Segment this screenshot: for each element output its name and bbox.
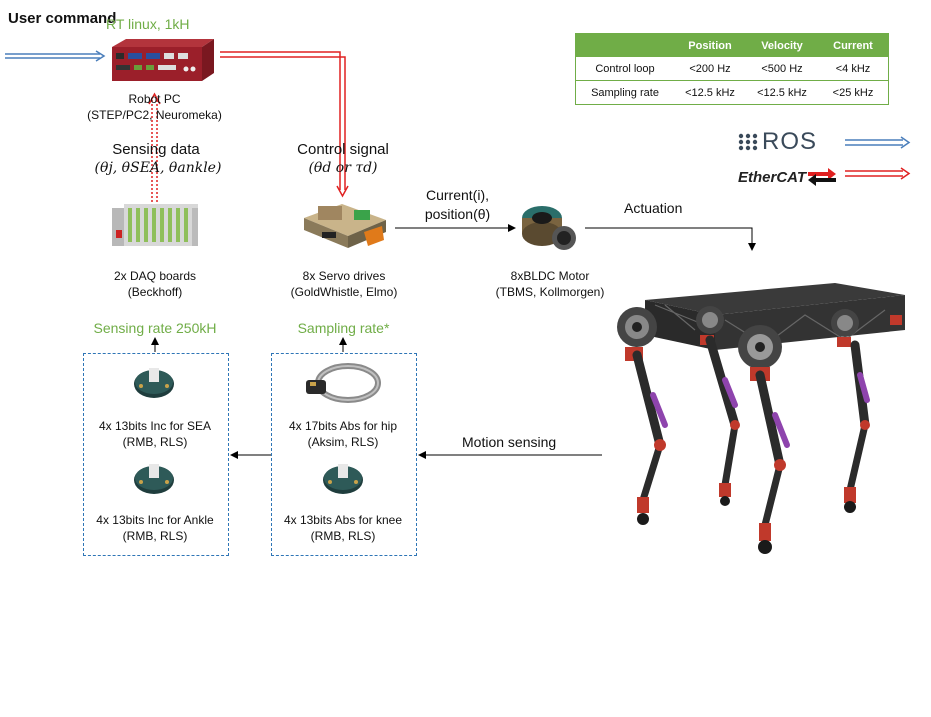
encoder-sea-image xyxy=(134,368,174,398)
encoder-ankle-image xyxy=(134,464,174,494)
user-command-arrow xyxy=(5,50,106,62)
abs-encoder-box xyxy=(271,353,417,556)
daq-title: 2x DAQ boards xyxy=(113,269,197,283)
daq-label: 2x DAQ boards (Beckhoff) xyxy=(85,268,225,300)
table-row: Sampling rate <12.5 kHz <12.5 kHz <25 kH… xyxy=(575,80,889,105)
actuation-label: Actuation xyxy=(624,200,683,216)
daq-subtitle: (Beckhoff) xyxy=(127,285,183,299)
servo-label: 8x Servo drives (GoldWhistle, Elmo) xyxy=(270,268,418,300)
motor-subtitle: (TBMS, Kollmorgen) xyxy=(495,285,605,299)
table-header-cell: Velocity xyxy=(746,33,818,57)
sampling-rate-label: Sampling rate* xyxy=(297,320,390,336)
control-signal-line xyxy=(220,51,349,198)
motor-title: 8xBLDC Motor xyxy=(510,269,590,283)
servo-drive-image xyxy=(304,204,386,248)
encoder-ankle-subtitle: (RMB, RLS) xyxy=(122,529,188,543)
user-command-label: User command xyxy=(8,10,117,27)
table-header-cell: Position xyxy=(674,33,746,57)
ros-logo-icon xyxy=(738,133,758,151)
encoder-hip-image xyxy=(306,363,381,403)
sensing-data-vars: (θj, θSEA, θankle) xyxy=(94,160,222,176)
table-header-row: Position Velocity Current xyxy=(575,33,889,57)
ethercat-logo-icon xyxy=(808,168,836,186)
sensing-data-title: Sensing data xyxy=(112,141,200,158)
current-position-label: Current(i), position(θ) xyxy=(410,186,505,224)
table-row: Control loop <200 Hz <500 Hz <4 kHz xyxy=(575,57,889,81)
motor-label: 8xBLDC Motor (TBMS, Kollmorgen) xyxy=(485,268,615,300)
ros-logo-text: ROS xyxy=(762,128,818,155)
encoder-knee-image xyxy=(323,464,363,494)
table-cell: <12.5 kHz xyxy=(674,80,746,105)
actuation-arrow xyxy=(585,227,756,251)
table-cell: <25 kHz xyxy=(818,80,889,105)
control-signal-title: Control signal xyxy=(297,141,389,158)
table-cell: <200 Hz xyxy=(674,57,746,81)
table-cell: Sampling rate xyxy=(575,80,674,105)
quadruped-robot-image xyxy=(617,283,905,554)
encoder-ankle-label: 4x 13bits Inc for Ankle (RMB, RLS) xyxy=(85,512,225,544)
table-cell: Control loop xyxy=(575,57,674,81)
robot-pc-label: Robot PC (STEP/PC2, Neuromeka) xyxy=(82,91,227,123)
daq-boards-image xyxy=(112,204,198,246)
table-cell: <4 kHz xyxy=(818,57,889,81)
robot-pc-title: Robot PC xyxy=(128,92,181,106)
encoder-hip-title: 4x 17bits Abs for hip xyxy=(288,419,398,433)
sensing-rate-label: Sensing rate 250kH xyxy=(93,320,217,336)
ethercat-logo-text: EtherCAT xyxy=(738,169,807,186)
encoder-knee-subtitle: (RMB, RLS) xyxy=(310,529,376,543)
rate-spec-table: Position Velocity Current Control loop <… xyxy=(575,33,889,105)
encoder-ankle-title: 4x 13bits Inc for Ankle xyxy=(96,513,214,527)
table-cell: <500 Hz xyxy=(746,57,818,81)
ros-line-sample xyxy=(845,136,911,149)
motion-sensing-label: Motion sensing xyxy=(462,434,557,450)
bldc-motor-image xyxy=(522,206,576,250)
encoder-hip-label: 4x 17bits Abs for hip (Aksim, RLS) xyxy=(272,418,414,450)
encoder-sea-title: 4x 13bits Inc for SEA xyxy=(98,419,212,433)
encoder-sea-label: 4x 13bits Inc for SEA (RMB, RLS) xyxy=(85,418,225,450)
table-cell: <12.5 kHz xyxy=(746,80,818,105)
ethercat-line-sample xyxy=(845,167,911,180)
table-header-cell: Current xyxy=(818,33,889,57)
current-label: Current(i), xyxy=(425,187,489,203)
robot-pc-subtitle: (STEP/PC2, Neuromeka) xyxy=(87,108,222,122)
control-signal-vars: (θd or τd) xyxy=(308,160,378,176)
servo-subtitle: (GoldWhistle, Elmo) xyxy=(290,285,398,299)
encoder-knee-label: 4x 13bits Abs for knee (RMB, RLS) xyxy=(272,512,414,544)
rt-linux-label: RT linux, 1kH xyxy=(106,16,190,32)
encoder-knee-title: 4x 13bits Abs for knee xyxy=(283,513,403,527)
sensing-data-line xyxy=(148,92,161,210)
robot-pc-image xyxy=(112,39,214,81)
encoder-hip-subtitle: (Aksim, RLS) xyxy=(307,435,379,449)
position-label: position(θ) xyxy=(424,206,491,222)
inc-encoder-box xyxy=(83,353,229,556)
encoder-sea-subtitle: (RMB, RLS) xyxy=(122,435,188,449)
servo-title: 8x Servo drives xyxy=(302,269,386,283)
table-header-cell xyxy=(575,33,674,57)
